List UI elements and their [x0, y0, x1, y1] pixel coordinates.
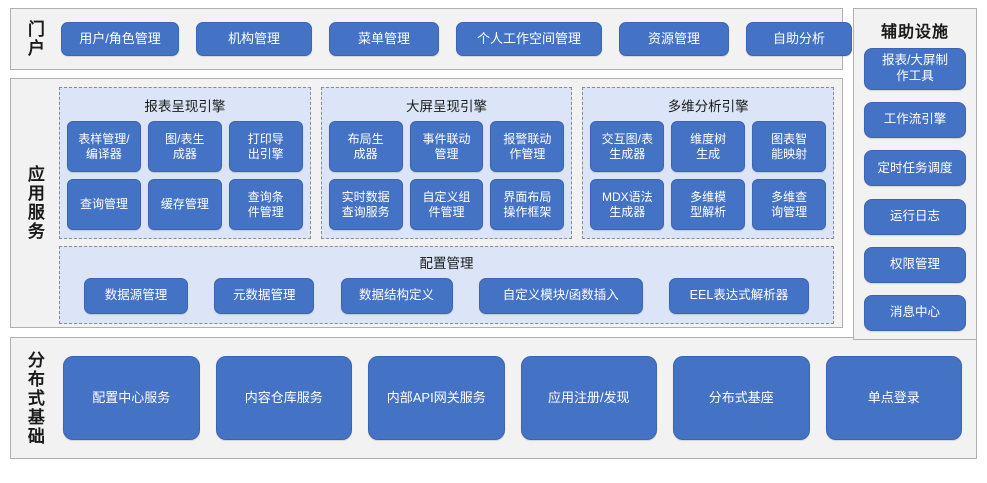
- portal-item-workspace[interactable]: 个人工作空间管理: [456, 22, 602, 56]
- aux-item-report-designer[interactable]: 报表/大屏制 作工具: [864, 48, 966, 90]
- dist-item-app-registry[interactable]: 应用注册/发现: [520, 356, 657, 440]
- dist-item-dist-base[interactable]: 分布式基座: [673, 356, 810, 440]
- distributed-foundation-label: 分布式基础: [24, 350, 44, 446]
- engine-bigscreen-item-0[interactable]: 布局生 成器: [328, 121, 403, 172]
- engine-multidim: 多维分析引擎 交互图/表 生成器 维度树 生成 图表智 能映射 MDX语法 生成…: [582, 87, 835, 239]
- engine-multidim-item-5[interactable]: 多维查 询管理: [752, 179, 827, 230]
- aux-item-task-scheduler[interactable]: 定时任务调度: [864, 150, 966, 187]
- aux-facilities-title: 辅助设施: [880, 24, 949, 41]
- engine-bigscreen-grid: 布局生 成器 事件联动 管理 报警联动 作管理 实时数据 查询服务 自定义组 件…: [328, 121, 565, 230]
- aux-item-workflow-engine[interactable]: 工作流引擎: [864, 102, 966, 139]
- app-service-wrapper: 应用服务 报表呈现引擎 表样管理/ 编译器 图/表生 成器 打印导 出引擎 查询…: [10, 78, 843, 328]
- app-service-section: 应用服务 报表呈现引擎 表样管理/ 编译器 图/表生 成器 打印导 出引擎 查询…: [10, 78, 843, 328]
- engine-report-item-1[interactable]: 图/表生 成器: [147, 121, 222, 172]
- engine-multidim-title: 多维分析引擎: [667, 99, 749, 114]
- engine-report-item-3[interactable]: 查询管理: [67, 179, 141, 230]
- engine-multidim-item-3[interactable]: MDX语法 生成器: [590, 179, 665, 230]
- engine-multidim-item-4[interactable]: 多维模 型解析: [671, 179, 746, 230]
- engine-bigscreen-title: 大屏呈现引擎: [406, 99, 487, 114]
- app-service-body: 报表呈现引擎 表样管理/ 编译器 图/表生 成器 打印导 出引擎 查询管理 缓存…: [57, 79, 842, 327]
- engine-bigscreen-item-3[interactable]: 实时数据 查询服务: [328, 179, 403, 230]
- config-item-metadata[interactable]: 元数据管理: [214, 278, 315, 314]
- dist-item-content-repo[interactable]: 内容仓库服务: [215, 356, 352, 440]
- engine-report-grid: 表样管理/ 编译器 图/表生 成器 打印导 出引擎 查询管理 缓存管理 查询条 …: [67, 121, 303, 230]
- engine-report-title: 报表呈现引擎: [144, 99, 226, 114]
- engine-multidim-item-1[interactable]: 维度树 生成: [671, 121, 746, 172]
- engine-report-item-2[interactable]: 打印导 出引擎: [228, 121, 303, 172]
- engine-multidim-item-2[interactable]: 图表智 能映射: [752, 121, 827, 172]
- engine-multidim-item-0[interactable]: 交互图/表 生成器: [590, 121, 665, 172]
- engine-bigscreen-item-2[interactable]: 报警联动 作管理: [490, 121, 565, 172]
- aux-item-runtime-log[interactable]: 运行日志: [864, 198, 966, 235]
- portal-item-menu[interactable]: 菜单管理: [329, 22, 439, 56]
- aux-item-message-center[interactable]: 消息中心: [864, 294, 966, 331]
- distributed-foundation-section: 分布式基础 配置中心服务 内容仓库服务 内部API网关服务 应用注册/发现 分布…: [10, 337, 977, 459]
- config-management-row: 数据源管理 元数据管理 数据结构定义 自定义模块/函数插入 EEL表达式解析器: [70, 278, 823, 314]
- engine-bigscreen: 大屏呈现引擎 布局生 成器 事件联动 管理 报警联动 作管理 实时数据 查询服务…: [320, 87, 573, 239]
- config-item-datasource[interactable]: 数据源管理: [84, 278, 188, 314]
- engine-report: 报表呈现引擎 表样管理/ 编译器 图/表生 成器 打印导 出引擎 查询管理 缓存…: [59, 87, 311, 239]
- aux-item-permission[interactable]: 权限管理: [864, 246, 966, 283]
- portal-section: 门户 用户/角色管理 机构管理 菜单管理 个人工作空间管理 资源管理 自助分析: [10, 8, 852, 70]
- config-item-custom-module[interactable]: 自定义模块/函数插入: [478, 278, 643, 314]
- portal-item-resource[interactable]: 资源管理: [619, 22, 729, 56]
- engine-bigscreen-item-1[interactable]: 事件联动 管理: [409, 121, 484, 172]
- engine-report-item-0[interactable]: 表样管理/ 编译器: [67, 121, 141, 172]
- config-item-eel-parser[interactable]: EEL表达式解析器: [669, 278, 809, 314]
- portal-item-self-service[interactable]: 自助分析: [746, 22, 852, 56]
- engine-group: 报表呈现引擎 表样管理/ 编译器 图/表生 成器 打印导 出引擎 查询管理 缓存…: [59, 87, 835, 239]
- config-item-data-structure[interactable]: 数据结构定义: [340, 278, 453, 314]
- portal-button-group: 用户/角色管理 机构管理 菜单管理 个人工作空间管理 资源管理 自助分析: [57, 9, 866, 69]
- aux-facilities-list: 报表/大屏制 作工具 工作流引擎 定时任务调度 运行日志 权限管理 消息中心: [864, 48, 966, 331]
- engine-report-item-5[interactable]: 查询条 件管理: [228, 179, 303, 230]
- config-management-group: 配置管理 数据源管理 元数据管理 数据结构定义 自定义模块/函数插入 EEL表达…: [59, 246, 834, 324]
- config-management-title: 配置管理: [419, 256, 474, 271]
- engine-report-item-4[interactable]: 缓存管理: [147, 179, 222, 230]
- dist-item-config-center[interactable]: 配置中心服务: [63, 356, 200, 440]
- engine-multidim-grid: 交互图/表 生成器 维度树 生成 图表智 能映射 MDX语法 生成器 多维模 型…: [590, 121, 827, 230]
- engine-bigscreen-item-5[interactable]: 界面布局 操作框架: [490, 179, 565, 230]
- portal-item-org[interactable]: 机构管理: [196, 22, 312, 56]
- engine-bigscreen-item-4[interactable]: 自定义组 件管理: [409, 179, 484, 230]
- portal-section-label: 门户: [24, 20, 44, 58]
- app-service-section-label: 应用服务: [24, 165, 44, 241]
- distributed-foundation-row: 配置中心服务 内容仓库服务 内部API网关服务 应用注册/发现 分布式基座 单点…: [57, 338, 976, 458]
- dist-item-sso[interactable]: 单点登录: [825, 356, 962, 440]
- aux-facilities-section: 辅助设施 报表/大屏制 作工具 工作流引擎 定时任务调度 运行日志 权限管理 消…: [853, 8, 977, 340]
- dist-item-api-gateway[interactable]: 内部API网关服务: [368, 356, 505, 440]
- portal-item-user-role[interactable]: 用户/角色管理: [61, 22, 179, 56]
